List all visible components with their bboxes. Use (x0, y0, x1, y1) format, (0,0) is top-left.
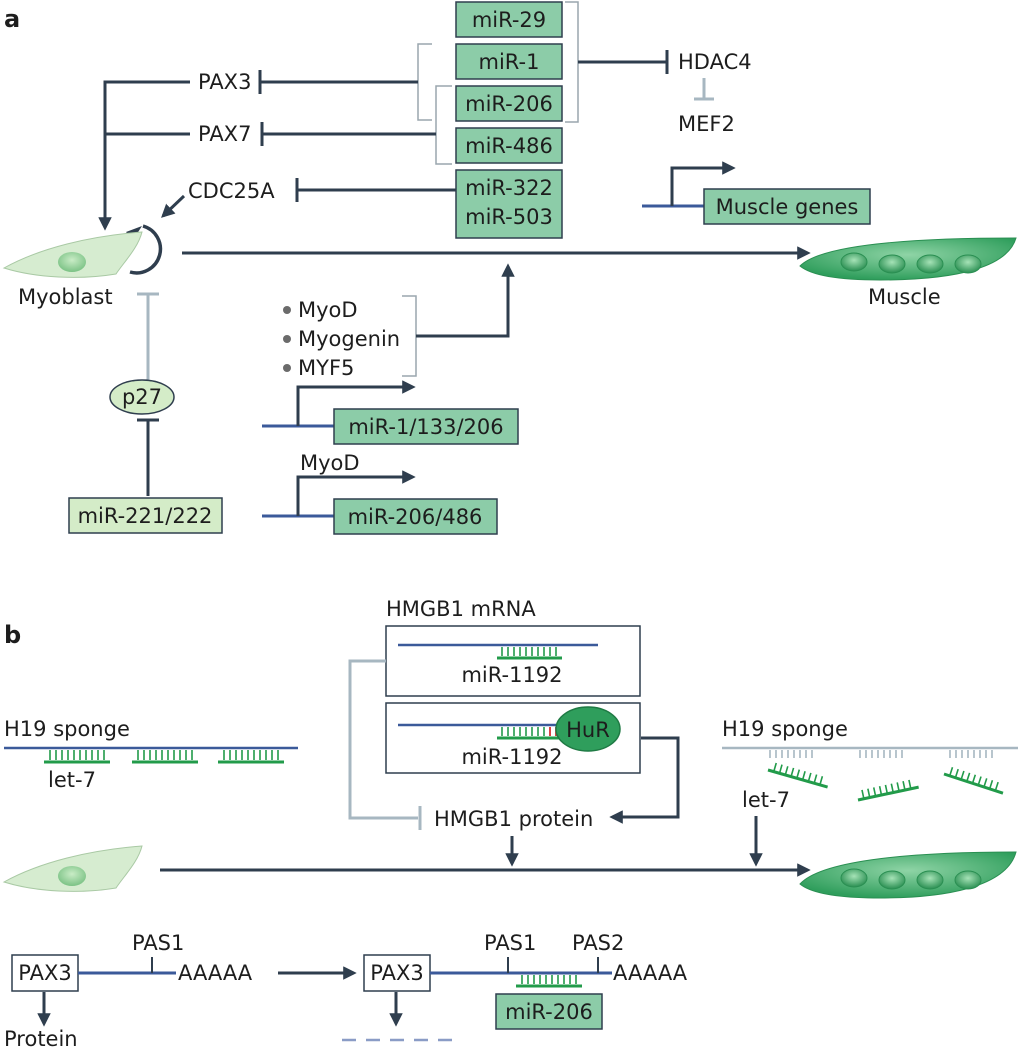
h19-right-empty-sites (769, 750, 993, 758)
hur-label: HuR (566, 718, 610, 742)
mir29-206-bracket (565, 1, 579, 123)
tf-myf5: MYF5 (298, 356, 354, 380)
mir206-box (455, 85, 563, 122)
mir1192-top-label: miR-1192 (461, 663, 562, 687)
mirna-box-stack: miR-29 miR-1 miR-206 miR-486 miR-322 miR… (455, 1, 563, 239)
myoblast-nucleus-b (58, 866, 86, 886)
mir322-503-box (455, 169, 563, 239)
p27-label: p27 (122, 385, 162, 409)
let7-bound-left (44, 750, 284, 764)
muscle-b-nucleus-2 (878, 870, 906, 890)
mir29-label: miR-29 (472, 8, 546, 32)
tf-myod: MyoD (298, 298, 358, 322)
mir1-133-206-box (333, 408, 519, 445)
cdc25a-to-cycle-arrow (161, 194, 186, 218)
pax3-label: PAX3 (198, 70, 251, 94)
mir1-133-206-label: miR-1/133/206 (348, 415, 503, 439)
polya-left-label: AAAAA (178, 961, 253, 985)
mir206-486-bracket (435, 85, 452, 165)
mir206-486-box (333, 498, 498, 535)
muscle-genes-box (703, 188, 871, 225)
myogenin-bullet (283, 335, 291, 343)
mir206-box-b (495, 993, 603, 1030)
hmgb1-mrna-label: HMGB1 mRNA (386, 597, 536, 621)
mir503-label: miR-503 (465, 205, 553, 229)
muscle-nucleus-4 (954, 254, 982, 274)
mir206-486-label: miR-206/486 (348, 505, 483, 529)
p27-node (109, 379, 175, 415)
pax3-left-label: PAX3 (18, 961, 71, 985)
h19-sponge-right-label: H19 sponge (722, 717, 848, 741)
pax3-gene-box-right (363, 954, 431, 992)
hur-to-hmgb1-arrow (609, 736, 680, 824)
let7-left-label: let-7 (48, 768, 96, 792)
mir486-box (455, 127, 563, 164)
mir206-duplex (516, 975, 582, 988)
hdac4-label: HDAC4 (678, 50, 752, 74)
mir206-486-tss-arrow (296, 470, 416, 516)
muscle-fiber-b (799, 851, 1017, 899)
muscle-fiber (799, 237, 1017, 281)
myod-bullet (283, 306, 291, 314)
let7-right-label: let-7 (742, 788, 790, 812)
mir206-label: miR-206 (465, 92, 553, 116)
hur-protein (555, 706, 621, 752)
mir221-222-box (68, 497, 223, 534)
let7-released (767, 762, 1004, 802)
muscle-genes-label: Muscle genes (716, 195, 859, 219)
mir1192-bottom-label: miR-1192 (461, 745, 562, 769)
pax3-to-cycle-arrow (98, 80, 190, 231)
tf-myogenin: Myogenin (298, 327, 400, 351)
pas2-right-label: PAS2 (572, 931, 624, 955)
panel-b-letter: b (4, 621, 21, 649)
hmgb1-mrna-box-top (385, 625, 641, 697)
mir1-box (455, 43, 563, 80)
pax3-right-label: PAX3 (370, 961, 423, 985)
muscle-b-nucleus-3 (916, 870, 944, 890)
mir486-label: miR-486 (465, 134, 553, 158)
tf-to-differentiation-arrow (416, 263, 515, 338)
muscle-genes-tss-arrow (670, 161, 736, 206)
mir29-box (455, 1, 563, 38)
myf5-bullet (283, 364, 291, 372)
mir206-b-label: miR-206 (505, 1000, 593, 1024)
myoblast-label: Myoblast (18, 285, 113, 309)
muscle-b-nucleus-4 (954, 870, 982, 890)
muscle-b-nucleus-1 (840, 868, 868, 888)
myod-label: MyoD (300, 451, 360, 475)
muscle-nucleus-1 (840, 252, 868, 272)
mef2-label: MEF2 (678, 112, 735, 136)
pax7-label: PAX7 (198, 122, 251, 146)
muscle-label: Muscle (868, 285, 941, 309)
pas1-left-label: PAS1 (132, 931, 184, 955)
mir1-label: miR-1 (479, 50, 540, 74)
panel-a-letter: a (4, 5, 20, 33)
cell-cycle-arc (129, 224, 163, 275)
mir1192-inhibition-line (348, 659, 418, 820)
mir221-222-label: miR-221/222 (78, 504, 213, 528)
mir1192-duplex-top (497, 647, 562, 660)
mir1-206-bracket (417, 43, 432, 121)
muscle-nucleus-3 (916, 254, 944, 274)
myoblast-nucleus (58, 252, 86, 272)
tf-bracket (402, 295, 417, 377)
h19-sponge-left-label: H19 sponge (4, 717, 130, 741)
mir1-133-206-tss-arrow (296, 380, 416, 426)
protein-label: Protein (4, 1027, 78, 1050)
muscle-nucleus-2 (878, 254, 906, 274)
cdc25a-label: CDC25A (188, 179, 275, 203)
hmgb1-protein-label: HMGB1 protein (434, 807, 593, 831)
pas1-right-label: PAS1 (484, 931, 536, 955)
mir322-label: miR-322 (465, 176, 553, 200)
polya-right-label: AAAAA (613, 961, 688, 985)
